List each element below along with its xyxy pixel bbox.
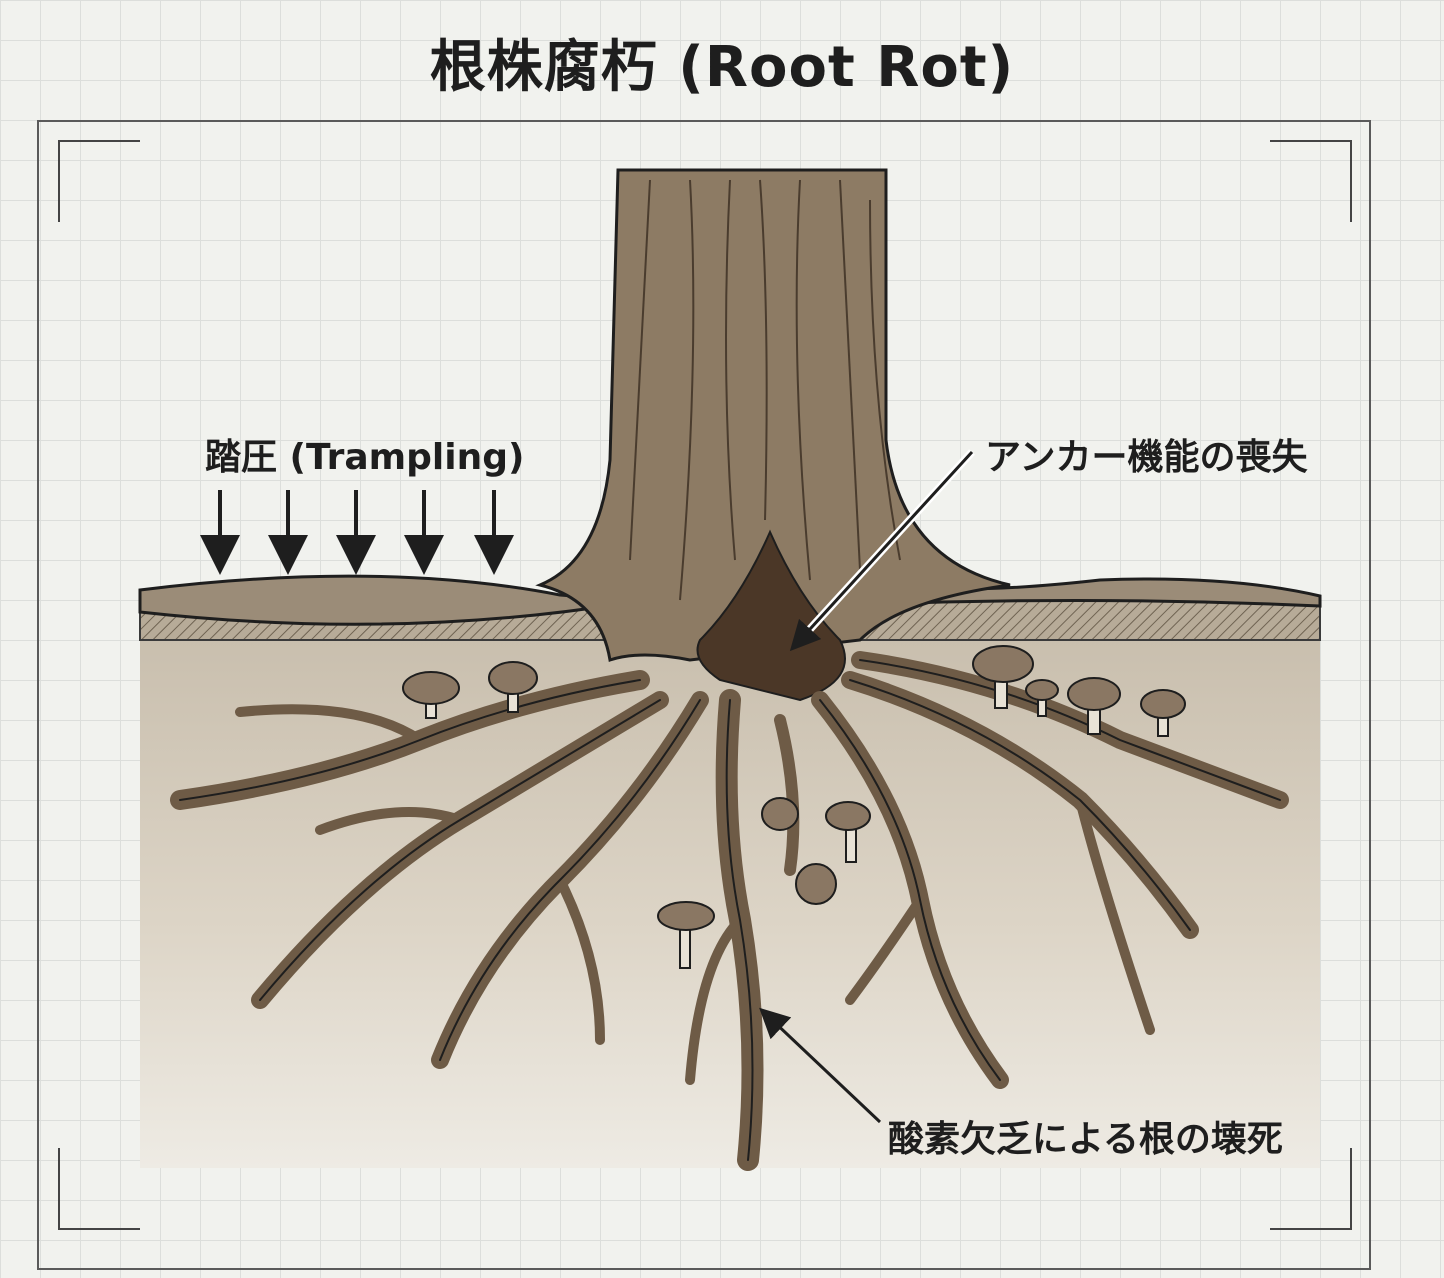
mushroom	[488, 661, 538, 713]
root-necrosis-label: 酸素欠乏による根の壊死	[888, 1119, 1283, 1160]
fungi-group	[402, 645, 1186, 969]
mushroom	[1140, 689, 1186, 737]
corner-mark-bottom-right	[1270, 1148, 1352, 1230]
illustration-frame	[37, 120, 1371, 1270]
corner-mark-top-left	[58, 140, 140, 222]
mushroom	[657, 901, 715, 969]
corner-mark-top-right	[1270, 140, 1352, 222]
mushroom	[825, 801, 871, 863]
trampling-label: 踏圧 (Trampling)	[205, 437, 525, 478]
anchor-callout-arrow	[789, 450, 974, 652]
fungal-body	[795, 863, 837, 905]
mushroom	[402, 671, 460, 719]
fungal-body	[761, 797, 799, 831]
page-title: 根株腐朽 (Root Rot)	[429, 35, 1015, 100]
trampling-arrows	[200, 490, 514, 575]
bark-texture	[629, 179, 901, 601]
mushroom	[1067, 677, 1121, 735]
mushroom	[972, 645, 1034, 709]
root-system	[170, 651, 1289, 1171]
rotted-core	[696, 529, 846, 702]
mushroom	[1025, 679, 1059, 717]
necrosis-callout-arrow	[759, 1007, 882, 1124]
corner-mark-bottom-left	[58, 1148, 140, 1230]
anchor-loss-label: アンカー機能の喪失	[985, 437, 1308, 478]
